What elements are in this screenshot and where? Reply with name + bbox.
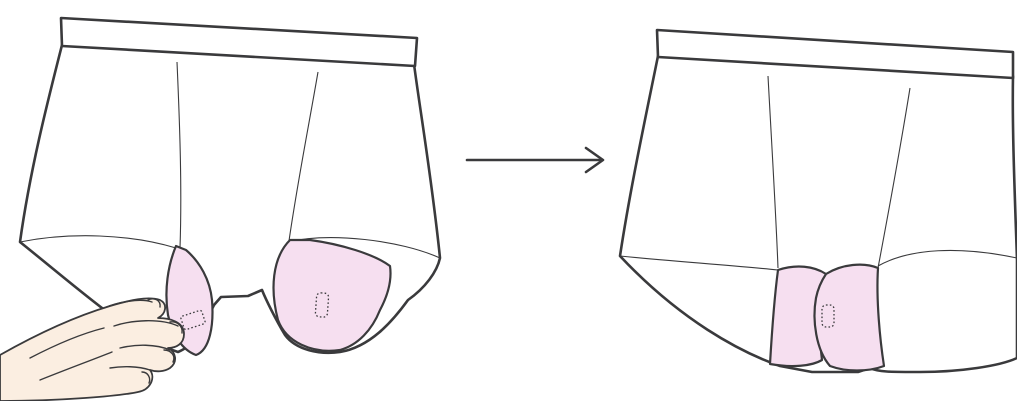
- liner-tab-left: [180, 309, 206, 331]
- liner-attached-right: [813, 263, 886, 372]
- transition-arrow: [465, 146, 605, 174]
- liner-attached-left: [768, 265, 828, 368]
- liner-wing-right: [272, 238, 392, 352]
- seam-right-1: [767, 75, 779, 269]
- waistband-right: [655, 28, 1015, 80]
- after-panel: [618, 28, 1017, 374]
- seam-right-2: [877, 87, 911, 269]
- seam-left-1: [176, 61, 182, 249]
- seam-left-2: [287, 71, 319, 249]
- liner-tab-right: [314, 292, 330, 318]
- before-panel: [0, 16, 442, 401]
- hand: [0, 297, 185, 401]
- waistband-left: [59, 16, 419, 68]
